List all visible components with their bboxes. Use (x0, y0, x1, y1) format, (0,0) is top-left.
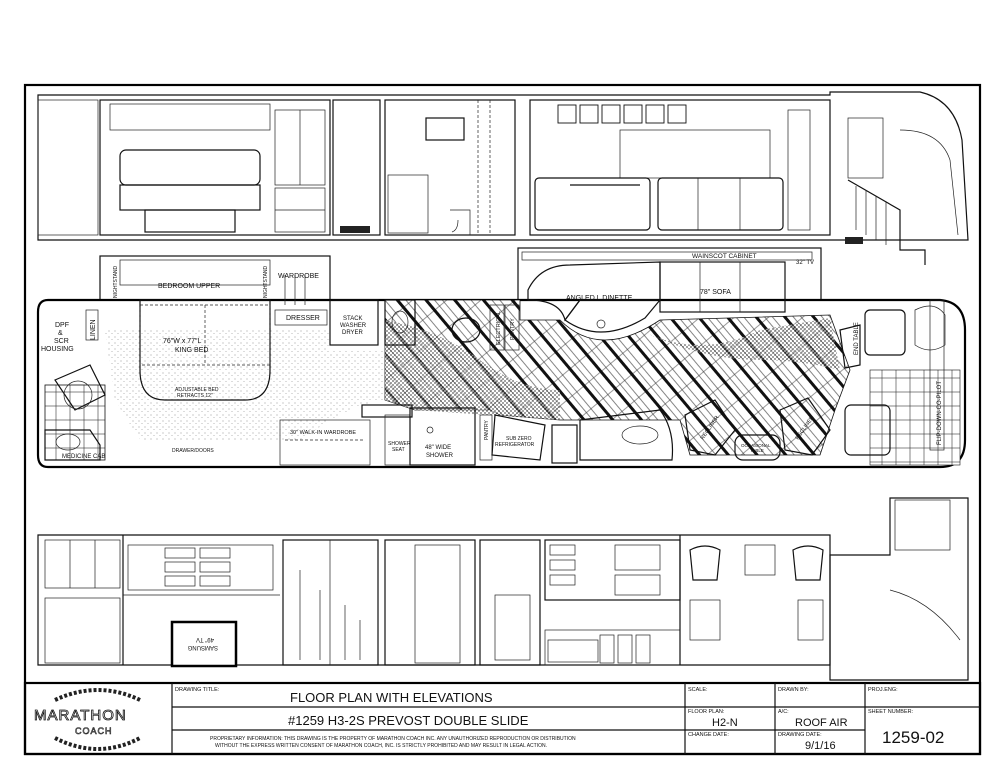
drawn-by-label: DRAWN BY: (778, 687, 809, 693)
label-walk-in-wardrobe: 30" WALK-IN WARDROBE (290, 430, 356, 436)
drawing-subtitle: #1259 H3-2S PREVOST DOUBLE SLIDE (288, 713, 529, 728)
label-end-table: END TABLE (854, 322, 860, 355)
label-sofa: 78" SOFA (700, 289, 731, 296)
label-32-tv: 32" TV (796, 260, 814, 266)
label-pantry-2: PANTRY (484, 420, 490, 440)
label-dpf: DPF (55, 322, 69, 329)
label-dryer: DRYER (342, 330, 364, 336)
label-table: TABLE (750, 448, 764, 453)
coach-outline (36, 298, 967, 469)
label-drawer-doors: DRAWER/DOORS (172, 448, 214, 454)
scale-label: SCALE: (688, 687, 708, 693)
label-washer: WASHER (340, 323, 367, 329)
floor-plan-value: H2-N (712, 717, 738, 729)
label-dresser: DRESSER (286, 315, 320, 322)
label-dpf-amp: & (58, 330, 63, 337)
proj-eng-label: PROJ.ENG: (868, 687, 898, 693)
label-refrigerator: REFRIGERATOR (495, 442, 535, 448)
living-slide (517, 247, 822, 301)
drawing-title-label: DRAWING TITLE: (175, 687, 220, 693)
label-housing: HOUSING (41, 346, 74, 353)
sheet-number-label: SHEET NUMBER: (868, 709, 914, 715)
title-block: MARATHON COACH DRAWING TITLE: FLOOR PLAN… (23, 681, 982, 756)
label-retracts: RETRACTS 12" (177, 393, 213, 399)
change-date-label: CHANGE DATE: (688, 732, 729, 738)
label-dinette: ANGLED L DINETTE (566, 295, 633, 302)
ac-value: ROOF AIR (795, 717, 848, 729)
label-49-tv: 49" TV (196, 636, 214, 642)
top-elevation (37, 91, 969, 265)
label-pantry: PANTRY (510, 318, 516, 340)
marathon-coach-logo: MARATHON COACH (34, 688, 141, 751)
floor-plan: DPF & SCR HOUSING LINEN NIGHTSTAND NIGHT… (36, 247, 967, 469)
label-occasional: OCCASIONAL (741, 443, 771, 448)
svg-text:MARATHON: MARATHON (34, 707, 127, 724)
drawing-title: FLOOR PLAN WITH ELEVATIONS (290, 690, 493, 705)
label-samsung: SAMSUNG (187, 644, 218, 650)
label-stack: STACK (343, 316, 363, 322)
label-sub-zero: SUB ZERO (506, 436, 532, 442)
floor-plan-label: FLOOR PLAN: (688, 709, 725, 715)
label-scr: SCR (54, 338, 69, 345)
label-bedroom-upper: BEDROOM UPPER (158, 283, 220, 290)
proprietary-line-1: PROPRIETARY INFORMATION: THIS DRAWING IS… (210, 736, 576, 742)
label-electrical: ELECTRICAL (496, 311, 502, 345)
label-bed-size: 76"W x 77"L (163, 338, 202, 345)
label-wide-shower: 48" WIDE (425, 445, 451, 451)
label-shower: SHOWER (426, 453, 454, 459)
drawing-date-label: DRAWING DATE: (778, 732, 822, 738)
label-wardrobe: WARDROBE (278, 273, 319, 280)
label-nightstand-right: NIGHTSTAND (263, 265, 269, 298)
label-medicine-cab: MEDICINE CAB (62, 454, 105, 460)
drawing-date: 9/1/16 (805, 740, 836, 752)
proprietary-line-2: WITHOUT THE EXPRESS WRITTEN CONSENT OF M… (215, 743, 547, 749)
label-wainscot-cabinet: WAINSCOT CABINET (692, 253, 757, 260)
bottom-elevation: SAMSUNG 49" TV (37, 497, 969, 681)
sheet-number: 1259-02 (882, 728, 944, 747)
label-king-bed: KING BED (175, 347, 208, 354)
label-seat: SEAT (392, 447, 405, 453)
svg-text:COACH: COACH (75, 726, 113, 736)
label-linen: LINEN (90, 319, 97, 340)
label-adjustable-bed: ADJUSTABLE BED (175, 387, 219, 393)
label-nightstand-left: NIGHTSTAND (113, 265, 119, 298)
tv-49 (170, 620, 238, 668)
ac-label: A/C: (778, 709, 789, 715)
label-co-pilot: FLIP-DOWN-CO-PILOT (937, 381, 943, 445)
label-shower-seat: SHOWER (388, 441, 411, 447)
